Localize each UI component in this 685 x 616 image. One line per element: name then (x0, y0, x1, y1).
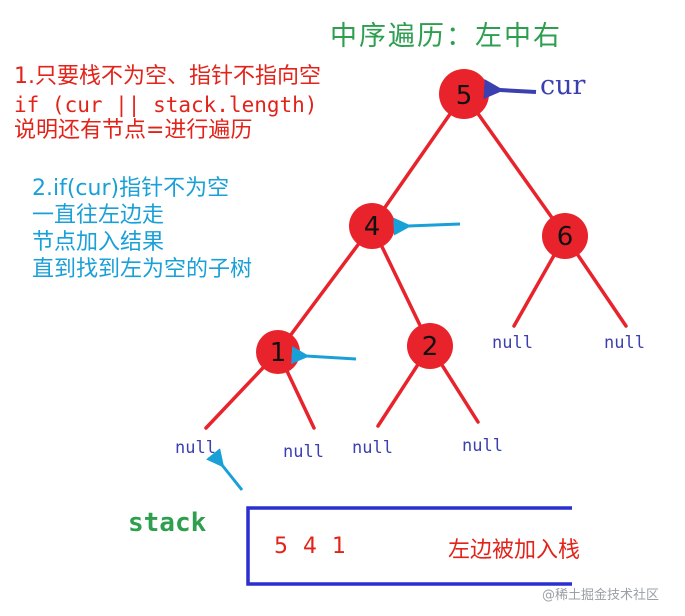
edge-4-1 (276, 224, 374, 354)
note-red-line-1: 1.只要栈不为空、指针不指向空 (14, 64, 321, 89)
node-label-4: 4 (364, 212, 381, 242)
tree-node-5: 5 (439, 69, 489, 119)
watermark: @稀土掘金技术社区 (542, 588, 660, 603)
node-label-2: 2 (422, 332, 439, 362)
tree-node-6: 6 (542, 213, 588, 259)
note-blue-line-2: 一直往左边走 (32, 203, 165, 228)
stack-label: stack (128, 508, 207, 538)
cur-arrow (483, 79, 537, 100)
tree-node-4: 4 (349, 203, 395, 249)
note-blue-line-1: 2.if(cur)指针不为空 (32, 176, 230, 201)
tree-node-1: 1 (256, 330, 300, 374)
node-label-6: 6 (557, 222, 574, 252)
null-label-6-left: null (492, 333, 533, 353)
stack-values: 5 4 1 (274, 534, 346, 559)
tree-node-2: 2 (407, 323, 453, 369)
stack-box (246, 506, 572, 586)
stack-note: 左边被加入栈 (448, 538, 581, 563)
diagram-title: 中序遍历：左中右 (330, 21, 562, 52)
cur-label: cur (540, 70, 586, 101)
note-red-line-3: 说明还有节点=进行遍历 (14, 118, 253, 143)
node-label-5: 5 (456, 81, 473, 111)
null-label-2-left: null (352, 438, 393, 458)
pointer-arrow-node-1 (291, 346, 357, 365)
note-blue-line-3: 节点加入结果 (32, 230, 165, 255)
edge-5-4 (370, 92, 466, 228)
edge-5-6 (462, 92, 567, 238)
null-label-1-left: null (175, 438, 216, 458)
node-label-1: 1 (270, 338, 287, 368)
null-label-6-right: null (604, 333, 645, 353)
pointer-arrow-null (205, 448, 244, 491)
null-label-1-right: null (283, 442, 324, 462)
pointer-arrow-node-4 (393, 217, 461, 236)
note-red-line-2: if (cur || stack.length) (14, 93, 318, 117)
null-label-2-right: null (462, 436, 503, 456)
note-blue-line-4: 直到找到左为空的子树 (32, 257, 253, 282)
